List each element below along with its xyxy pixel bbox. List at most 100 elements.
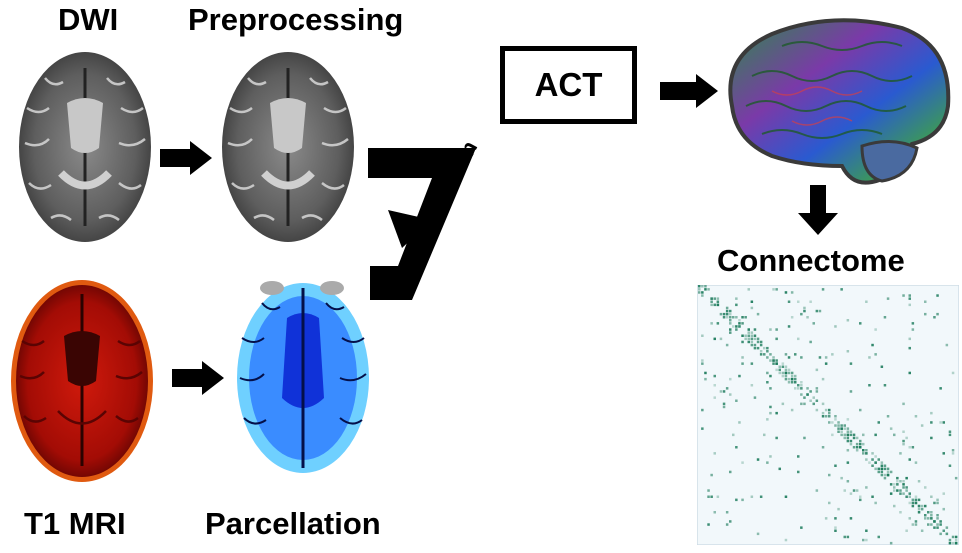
matrix-cell (954, 538, 958, 542)
matrix-cell (868, 461, 871, 464)
matrix-cell (880, 467, 884, 471)
matrix-cell (769, 374, 772, 378)
matrix-cell (954, 476, 958, 480)
matrix-cell (784, 377, 788, 381)
matrix-cell (803, 436, 806, 440)
matrix-cell (725, 316, 729, 319)
matrix-cell (725, 343, 729, 347)
matrix-cell (831, 421, 834, 424)
matrix-cell (859, 495, 862, 498)
matrix-cell (747, 334, 750, 337)
matrix-cell (821, 446, 825, 449)
matrix-cell (917, 480, 921, 483)
matrix-cell (846, 449, 850, 452)
matrix-cell (710, 473, 713, 477)
matrix-cell (713, 297, 716, 300)
matrix-cell (899, 489, 902, 492)
matrix-cell (790, 291, 794, 294)
matrix-cell (815, 399, 819, 402)
matrix-cell (859, 322, 862, 325)
matrix-cell (936, 294, 939, 297)
matrix-cell (908, 294, 911, 297)
matrix-cell (787, 381, 791, 384)
matrix-cell (837, 507, 840, 511)
tractography-brain-image (728, 18, 951, 185)
matrix-cell (769, 353, 772, 356)
matrix-cell (911, 328, 915, 331)
matrix-cell (883, 464, 887, 467)
matrix-cell (840, 430, 843, 433)
matrix-cell (790, 371, 794, 375)
matrix-cell (701, 408, 704, 412)
matrix-cell (936, 312, 939, 316)
matrix-cell (713, 511, 716, 514)
matrix-cell (772, 362, 775, 365)
matrix-cell (738, 319, 741, 322)
matrix-cell (735, 446, 738, 449)
matrix-cell (834, 415, 837, 418)
matrix-dots (698, 285, 958, 545)
matrix-cell (794, 387, 797, 390)
matrix-cell (837, 421, 840, 424)
matrix-cell (704, 377, 707, 381)
matrix-cell (889, 492, 893, 495)
matrix-cell (750, 306, 754, 310)
matrix-cell (893, 504, 896, 508)
matrix-cell (732, 325, 735, 328)
matrix-cell (924, 300, 927, 303)
matrix-cell (908, 346, 911, 350)
matrix-cell (750, 300, 754, 303)
matrix-cell (824, 408, 828, 412)
matrix-cell (821, 377, 825, 381)
matrix-cell (865, 449, 868, 452)
matrix-cell (759, 340, 763, 344)
matrix-cell (840, 433, 843, 437)
matrix-cell (911, 501, 915, 505)
matrix-cell (880, 461, 884, 464)
matrix-cell (701, 294, 704, 297)
matrix-cell (902, 486, 905, 489)
t1-mri-brain-image (11, 280, 153, 482)
matrix-cell (871, 458, 874, 461)
matrix-cell (806, 387, 809, 390)
matrix-cell (784, 353, 788, 356)
matrix-cell (800, 393, 803, 396)
matrix-cell (846, 480, 850, 483)
matrix-cell (859, 498, 862, 502)
matrix-cell (781, 362, 785, 365)
matrix-cell (908, 492, 911, 495)
matrix-cell (812, 322, 815, 325)
matrix-cell (948, 430, 952, 433)
matrix-cell (775, 328, 778, 331)
matrix-cell (741, 322, 744, 325)
matrix-cell (889, 427, 893, 430)
matrix-cell (784, 368, 788, 372)
matrix-cell (899, 452, 902, 455)
matrix-cell (846, 427, 850, 430)
matrix-cell (865, 458, 868, 461)
act-label: ACT (534, 66, 603, 103)
matrix-cell (905, 486, 908, 489)
matrix-cell (899, 492, 902, 495)
matrix-cell (797, 455, 800, 458)
matrix-cell (719, 312, 723, 316)
matrix-cell (886, 473, 890, 477)
matrix-cell (722, 390, 726, 393)
matrix-cell (701, 362, 704, 365)
matrix-cell (781, 402, 785, 406)
matrix-cell (883, 473, 887, 477)
matrix-cell (837, 424, 840, 427)
matrix-cell (951, 449, 955, 452)
matrix-cell (939, 387, 942, 390)
matrix-cell (741, 498, 744, 502)
matrix-cell (852, 433, 856, 437)
matrix-cell (871, 464, 874, 467)
matrix-cell (775, 411, 778, 415)
matrix-cell (846, 535, 850, 539)
matrix-cell (948, 433, 952, 437)
matrix-cell (747, 331, 750, 334)
matrix-cell (902, 402, 905, 406)
matrix-cell (809, 300, 812, 303)
matrix-cell (936, 526, 939, 529)
matrix-cell (914, 520, 918, 523)
